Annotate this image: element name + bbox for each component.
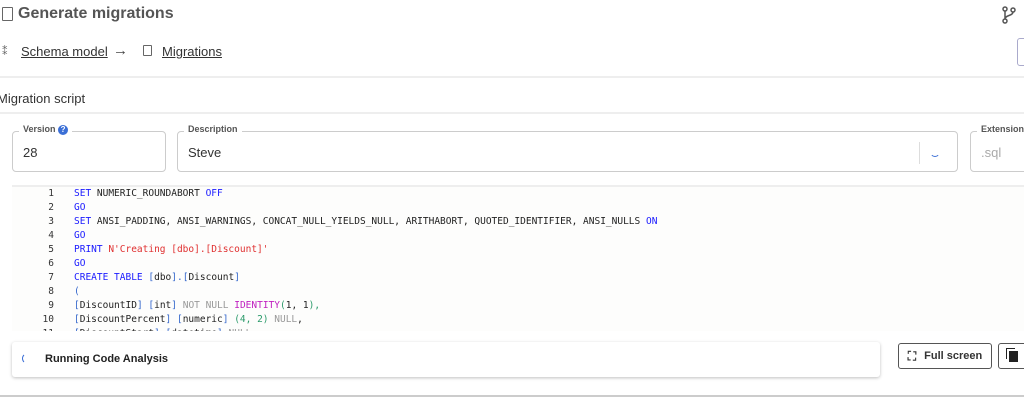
version-field[interactable]: Version ? 28 — [12, 124, 166, 172]
copy-button[interactable] — [998, 343, 1024, 369]
line-number: 7 — [48, 272, 54, 283]
top-right-button[interactable] — [1017, 38, 1024, 66]
code-line[interactable]: PRINT N'Creating [dbo].[Discount]' — [74, 244, 269, 255]
description-label: Description — [184, 124, 242, 134]
page-title: Generate migrations — [18, 5, 174, 22]
branch-icon[interactable] — [1001, 6, 1017, 24]
divider — [0, 112, 1024, 114]
status-text: Running Code Analysis — [45, 353, 169, 365]
line-number: 11 — [12, 328, 54, 331]
description-value: Steve — [188, 145, 222, 160]
version-value: 28 — [23, 145, 38, 160]
code-line[interactable]: [DiscountStart] [datetime] NULL — [74, 328, 251, 331]
line-number: 1 — [48, 188, 54, 199]
code-line[interactable]: GO — [74, 230, 86, 241]
fullscreen-icon: ⛶ — [907, 348, 917, 363]
version-label: Version — [23, 124, 56, 134]
extension-label: Extension — [977, 124, 1024, 134]
code-line[interactable]: GO — [74, 258, 86, 269]
help-icon[interactable]: ? — [58, 125, 69, 135]
document-icon — [2, 7, 13, 21]
copy-icon — [1009, 350, 1018, 362]
full-screen-button[interactable]: ⛶Full screen — [898, 343, 992, 369]
line-number: 9 — [48, 300, 54, 311]
arrow-right-icon: → — [113, 42, 128, 59]
line-number: 2 — [48, 202, 54, 213]
code-line[interactable]: SET ANSI_PADDING, ANSI_WARNINGS, CONCAT_… — [74, 216, 658, 227]
line-number: 6 — [48, 258, 54, 269]
line-number: 5 — [48, 244, 54, 255]
code-line[interactable]: GO — [74, 202, 86, 213]
loading-spinner-icon — [22, 353, 33, 364]
breadcrumb-migrations[interactable]: Migrations — [162, 44, 222, 59]
extension-field[interactable]: Extension .sql — [970, 124, 1024, 172]
line-number: 3 — [48, 216, 54, 227]
bottom-border — [0, 395, 1024, 397]
line-number: 4 — [48, 230, 54, 241]
section-title: Migration script — [0, 91, 86, 106]
breadcrumb-schema-model[interactable]: Schema model — [21, 44, 108, 59]
schema-icon: ⁑ — [2, 46, 8, 58]
status-bar: Running Code Analysis — [12, 342, 880, 377]
code-line[interactable]: [DiscountID] [int] NOT NULL IDENTITY(1, … — [74, 300, 321, 311]
code-line[interactable]: CREATE TABLE [dbo].[Discount] — [74, 272, 240, 283]
description-field[interactable]: Description Steve — [177, 124, 958, 172]
line-number: 10 — [42, 314, 54, 325]
field-divider — [919, 142, 920, 164]
divider — [0, 76, 1024, 78]
document-lines-icon — [143, 45, 152, 56]
code-line[interactable]: ( — [74, 286, 80, 297]
extension-value: .sql — [981, 145, 1002, 160]
line-number: 8 — [48, 286, 54, 297]
code-line[interactable]: SET NUMERIC_ROUNDABORT OFF — [74, 188, 223, 199]
code-line[interactable]: [DiscountPercent] [numeric] (4, 2) NULL, — [74, 314, 303, 325]
loading-spinner-icon — [930, 147, 940, 157]
